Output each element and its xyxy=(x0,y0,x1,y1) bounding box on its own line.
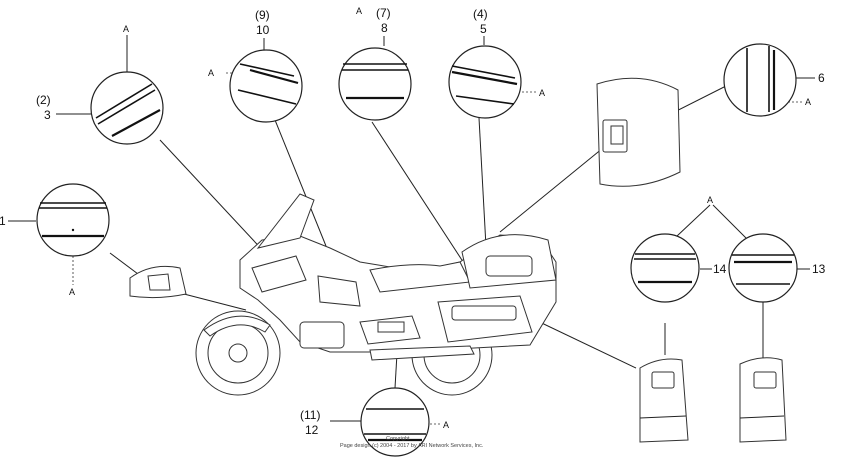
detail-circle-11-12 xyxy=(360,387,430,457)
callout-13: 13 xyxy=(812,262,826,276)
callout-7: (7) xyxy=(376,6,391,20)
ref-a-circle-10: A xyxy=(208,68,214,78)
ref-a-circle-3: A xyxy=(123,24,129,34)
ref-a-circle-5: A xyxy=(539,88,545,98)
callout-4: (4) xyxy=(473,7,488,21)
callout-8: 8 xyxy=(381,21,388,35)
callout-11: (11) xyxy=(300,408,320,422)
reference-marks: A A A A A A A A xyxy=(69,6,811,430)
callout-12: 12 xyxy=(305,423,319,437)
callout-14: 14 xyxy=(713,262,727,276)
detail-circle-4-5 xyxy=(448,45,522,119)
callout-5: 5 xyxy=(480,22,487,36)
detail-circle-7-8 xyxy=(338,47,412,121)
detail-circle-13 xyxy=(728,233,798,303)
ref-a-circle-8: A xyxy=(356,6,362,16)
loose-parts xyxy=(129,77,787,443)
detail-circle-2-3 xyxy=(90,71,164,145)
copyright-line-2: Page design (c) 2004 - 2017 by ARI Netwo… xyxy=(340,443,484,449)
callout-9: (9) xyxy=(255,8,270,22)
ref-a-circle-6: A xyxy=(805,97,811,107)
callout-3: 3 xyxy=(44,108,51,122)
motorcycle-illustration xyxy=(195,193,557,396)
copyright-line-1: Copyright xyxy=(386,436,410,442)
ref-a-circle-12: A xyxy=(443,420,449,430)
callout-2: (2) xyxy=(36,93,51,107)
copyright-notice: Copyright Page design (c) 2004 - 2017 by… xyxy=(340,436,484,449)
detail-circle-14 xyxy=(630,233,700,303)
callout-1: 1 xyxy=(0,214,6,228)
callout-labels: 1 (2) 3 (4) 5 6 (7) 8 (9) 10 (11) 12 13 … xyxy=(0,6,826,437)
ref-a-circle-1: A xyxy=(69,287,75,297)
detail-circle-9-10 xyxy=(229,49,303,123)
ref-a-circles-13-14: A xyxy=(707,195,713,205)
detail-circle-1 xyxy=(36,183,110,257)
detail-circle-6 xyxy=(723,43,797,117)
callout-10: 10 xyxy=(256,23,270,37)
callout-6: 6 xyxy=(818,71,825,85)
